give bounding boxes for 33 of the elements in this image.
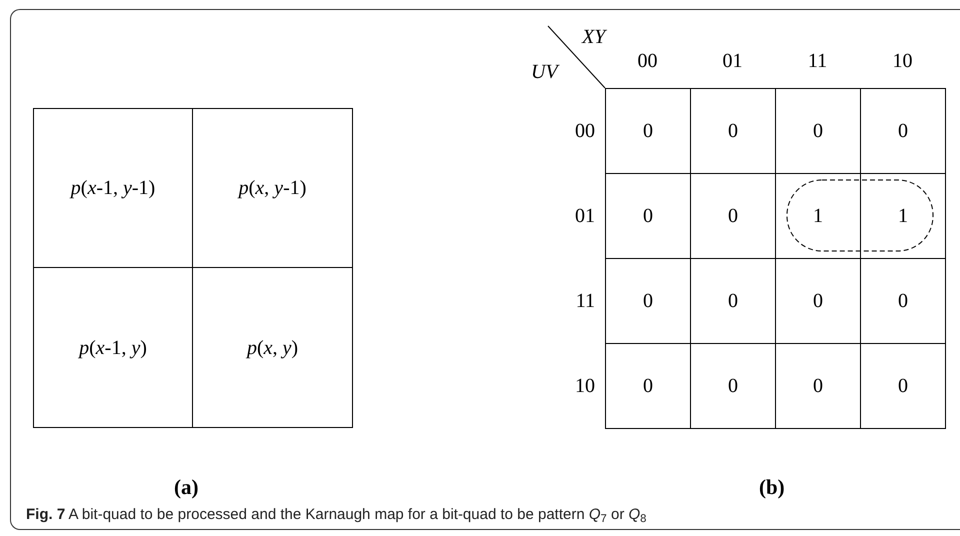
row-variable-label: UV: [531, 60, 558, 85]
figure-caption: Fig. 7 A bit-quad to be processed and the Karnaugh map for a bit-quad to be pattern Q$_{7}$ or Q$_{8}$: [26, 505, 646, 526]
cell-value: 0: [898, 119, 908, 144]
cell-value: 0: [728, 204, 738, 229]
cell-value: 0: [728, 374, 738, 399]
cell-value: 0: [898, 374, 908, 399]
cell-value: 0: [728, 289, 738, 314]
pixel-label: p(x, y-1): [238, 176, 306, 201]
pixel-label: p(x-1, y): [79, 336, 147, 360]
cell-value: 0: [728, 119, 738, 144]
column-variable-label: XY: [582, 25, 606, 50]
column-header: 11: [808, 49, 828, 74]
row-header: 10: [575, 374, 595, 398]
cell-value: 1: [813, 204, 823, 229]
row-header: 00: [575, 118, 595, 144]
cell-value: 0: [643, 119, 653, 144]
cell-value: 0: [643, 204, 653, 229]
row-header: 11: [576, 288, 595, 314]
cell-value: 0: [813, 119, 823, 144]
column-header: 10: [892, 49, 912, 74]
panel-label: (b): [759, 474, 785, 501]
pixel-label: p(x-1, y-1): [70, 176, 156, 201]
column-header: 01: [722, 49, 742, 74]
cell-value: 0: [898, 289, 908, 314]
pixel-label: p(x, y): [246, 336, 298, 360]
row-header: 01: [575, 204, 595, 228]
cell-value: 0: [813, 289, 823, 314]
column-header: 00: [638, 49, 658, 74]
cell-value: 0: [643, 374, 653, 399]
cell-value: 0: [643, 289, 653, 314]
cell-value: 0: [813, 374, 823, 399]
panel-label: (a): [174, 474, 198, 501]
cell-value: 1: [898, 204, 908, 229]
